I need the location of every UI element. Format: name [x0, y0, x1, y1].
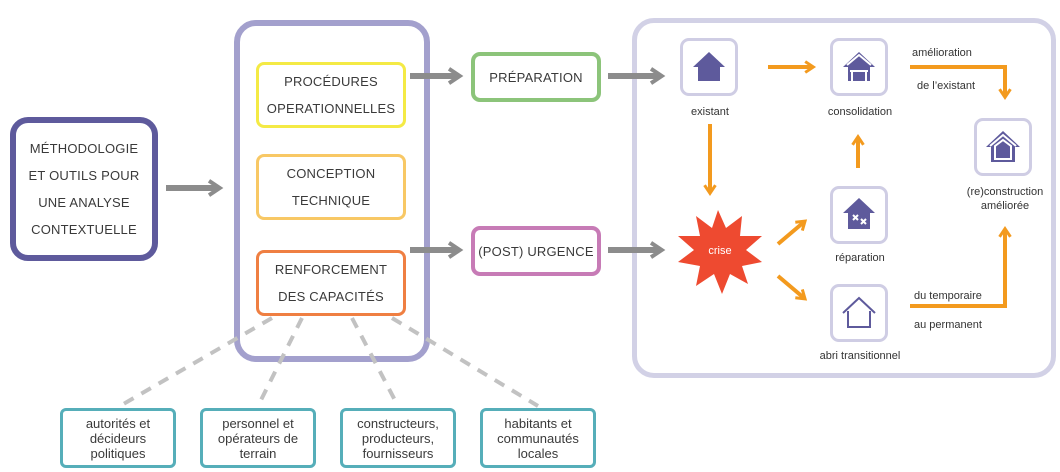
crisis-label: crise [708, 245, 732, 257]
emergency-label: (POST) URGENCE [478, 243, 594, 259]
repair-caption: réparation [835, 252, 885, 264]
consolidation-tile [830, 38, 888, 96]
stakeholder-field-staff: personnel et opérateurs de terrain [200, 408, 316, 468]
house-icon [693, 52, 725, 81]
conception-box: CONCEPTION TECHNIQUE [256, 154, 406, 220]
transitional-tile [830, 284, 888, 342]
improved-caption-line1: (re)construction [966, 186, 1044, 198]
emergency-box: (POST) URGENCE [471, 226, 601, 276]
repair-tile [830, 186, 888, 244]
stakeholder-authorities: autorités et décideurs politiques [60, 408, 176, 468]
preparation-label: PRÉPARATION [489, 69, 583, 85]
improvement-label-line1: amélioration [912, 47, 972, 59]
preparation-box: PRÉPARATION [471, 52, 601, 102]
temp-label-line1: du temporaire [914, 290, 982, 302]
process-panel [632, 18, 1056, 378]
capacity-box: RENFORCEMENT DES CAPACITÉS [256, 250, 406, 316]
existing-caption: existant [691, 106, 729, 118]
house-reinforced-icon [843, 52, 875, 81]
existing-tile [680, 38, 738, 96]
improved-tile [974, 118, 1032, 176]
temp-label-line2: au permanent [914, 319, 982, 331]
transitional-caption: abri transitionnel [819, 350, 901, 362]
house-damaged-icon [843, 198, 875, 229]
capacity-label: RENFORCEMENT DES CAPACITÉS [274, 262, 388, 304]
house-improved-icon [986, 131, 1020, 162]
procedures-box: PROCÉDURES OPERATIONNELLES [256, 62, 406, 128]
improved-caption-line2: améliorée [980, 200, 1030, 212]
stakeholder-builders: constructeurs, producteurs, fournisseurs [340, 408, 456, 468]
central-frame [234, 20, 430, 362]
procedures-label: PROCÉDURES OPERATIONNELLES [266, 74, 396, 116]
improvement-label-line2: de l’existant [917, 80, 976, 92]
consolidation-caption: consolidation [827, 106, 893, 118]
shelter-frame-icon [842, 296, 876, 328]
stakeholder-communities: habitants et communautés locales [480, 408, 596, 468]
conception-label: CONCEPTION TECHNIQUE [286, 166, 376, 208]
methodology-label: MÉTHODOLOGIE ET OUTILS POUR UNE ANALYSE … [28, 141, 140, 237]
methodology-box: MÉTHODOLOGIE ET OUTILS POUR UNE ANALYSE … [10, 117, 158, 261]
